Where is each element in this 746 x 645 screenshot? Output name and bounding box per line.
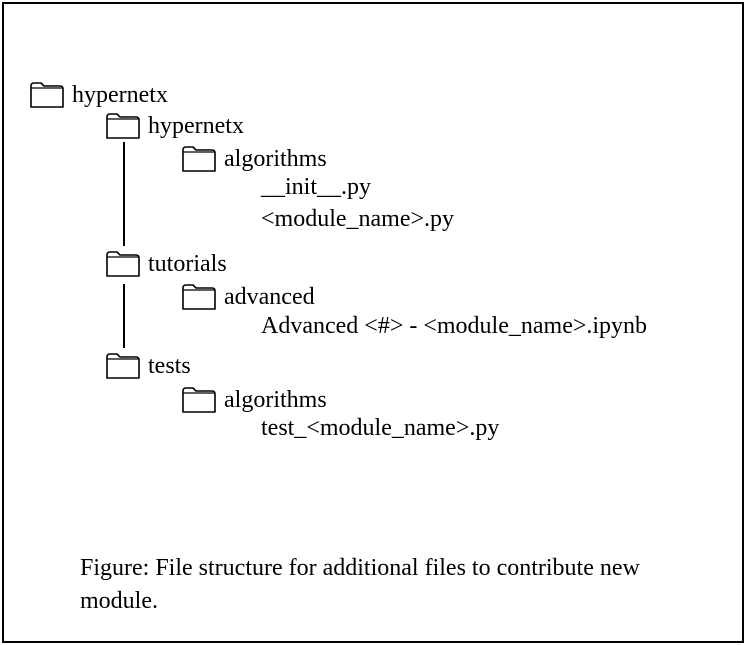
- file-test-module-py: test_<module_name>.py: [261, 415, 500, 441]
- figure-caption: Figure: File structure for additional fi…: [80, 555, 640, 614]
- folder-hypernetx-package: hypernetx: [106, 111, 244, 141]
- file-module-py: <module_name>.py: [261, 206, 455, 232]
- folder-icon: [106, 353, 140, 379]
- folder-root-hypernetx: hypernetx: [30, 80, 168, 110]
- folder-icon: [182, 284, 216, 310]
- folder-advanced: advanced: [182, 282, 315, 312]
- folder-label: algorithms: [224, 387, 327, 413]
- folder-icon: [182, 146, 216, 172]
- folder-label: tutorials: [148, 251, 227, 277]
- folder-tests-algorithms: algorithms: [182, 385, 327, 415]
- folder-icon: [30, 82, 64, 108]
- folder-label: algorithms: [224, 146, 327, 172]
- folder-algorithms: algorithms: [182, 144, 327, 174]
- file-advanced-notebook: Advanced <#> - <module_name>.ipynb: [261, 313, 648, 339]
- folder-tutorials: tutorials: [106, 249, 227, 279]
- tree-connector-line: [123, 284, 125, 348]
- folder-label: advanced: [224, 284, 315, 310]
- folder-label: tests: [148, 353, 191, 379]
- folder-label: hypernetx: [148, 113, 244, 139]
- folder-icon: [106, 251, 140, 277]
- folder-tests: tests: [106, 351, 191, 381]
- file-init-py: __init__.py: [261, 174, 372, 200]
- tree-connector-line: [123, 142, 125, 246]
- folder-icon: [106, 113, 140, 139]
- folder-icon: [182, 387, 216, 413]
- folder-label: hypernetx: [72, 82, 168, 108]
